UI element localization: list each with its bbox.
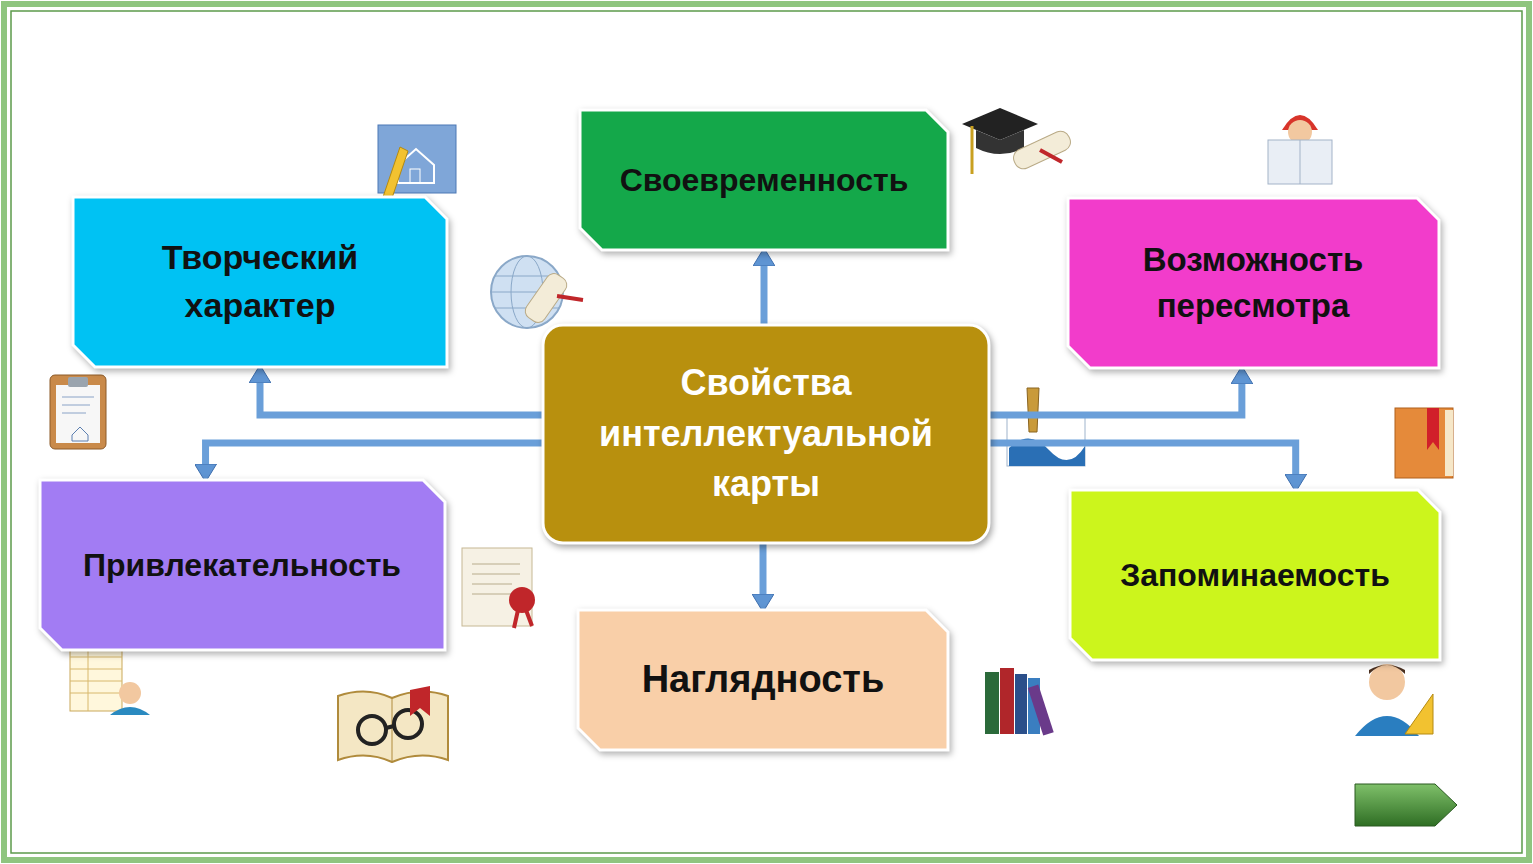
property-box: Своевременность — [580, 110, 948, 250]
property-label: Своевременность — [620, 158, 909, 203]
box-fill — [543, 325, 989, 543]
globe-icon — [491, 256, 583, 328]
property-box: Наглядность — [578, 610, 948, 750]
box-fill — [1070, 490, 1440, 660]
next-button — [1355, 784, 1457, 826]
arrow-connector — [761, 262, 768, 325]
page-frame-inner — [11, 11, 1522, 853]
graduation-icon — [962, 108, 1073, 174]
box-outline — [1068, 198, 1439, 368]
certificate-icon — [462, 548, 535, 628]
box-fill — [1068, 198, 1439, 368]
property-label: Возможность пересмотра — [1092, 237, 1415, 329]
box-fill — [73, 197, 447, 367]
student-icon — [1355, 664, 1433, 736]
book-icon — [1395, 408, 1453, 478]
property-box: Запоминаемость — [1070, 490, 1440, 660]
property-label: Творческий характер — [97, 234, 423, 329]
text-holder: Возможность пересмотра — [1068, 198, 1439, 368]
worker-icon — [1268, 115, 1332, 184]
schedule-icon — [70, 645, 150, 715]
text-holder: Творческий характер — [73, 197, 447, 367]
property-label: Наглядность — [642, 653, 885, 706]
property-box: Привлекательность — [40, 480, 445, 650]
text-holder: Привлекательность — [40, 480, 445, 650]
property-box: Творческий характер — [73, 197, 447, 367]
glasses-book-icon — [338, 686, 448, 762]
text-holder: Свойства интеллектуальной карты — [543, 325, 989, 543]
text-holder: Наглядность — [578, 610, 948, 750]
arrow-connector — [260, 379, 543, 415]
property-label: Привлекательность — [83, 543, 401, 588]
arrow-connector — [989, 443, 1296, 478]
box-outline — [73, 197, 447, 367]
text-holder: Своевременность — [580, 110, 948, 250]
ink-icon — [1007, 388, 1085, 466]
box-fill — [578, 610, 948, 750]
box-fill — [40, 480, 445, 650]
arrow-connector — [989, 380, 1242, 415]
page-frame — [4, 4, 1529, 860]
property-label: Запоминаемость — [1120, 553, 1390, 598]
arrow-connector — [760, 543, 767, 598]
property-box: Возможность пересмотра — [1068, 198, 1439, 368]
books-icon — [985, 668, 1054, 736]
central-box: Свойства интеллектуальной карты — [543, 325, 989, 543]
box-fill — [580, 110, 948, 250]
clipboard-icon — [50, 375, 106, 449]
central-title: Свойства интеллектуальной карты — [567, 358, 965, 509]
blueprint-icon — [378, 125, 456, 201]
arrow-connector — [206, 443, 543, 468]
text-holder: Запоминаемость — [1070, 490, 1440, 660]
